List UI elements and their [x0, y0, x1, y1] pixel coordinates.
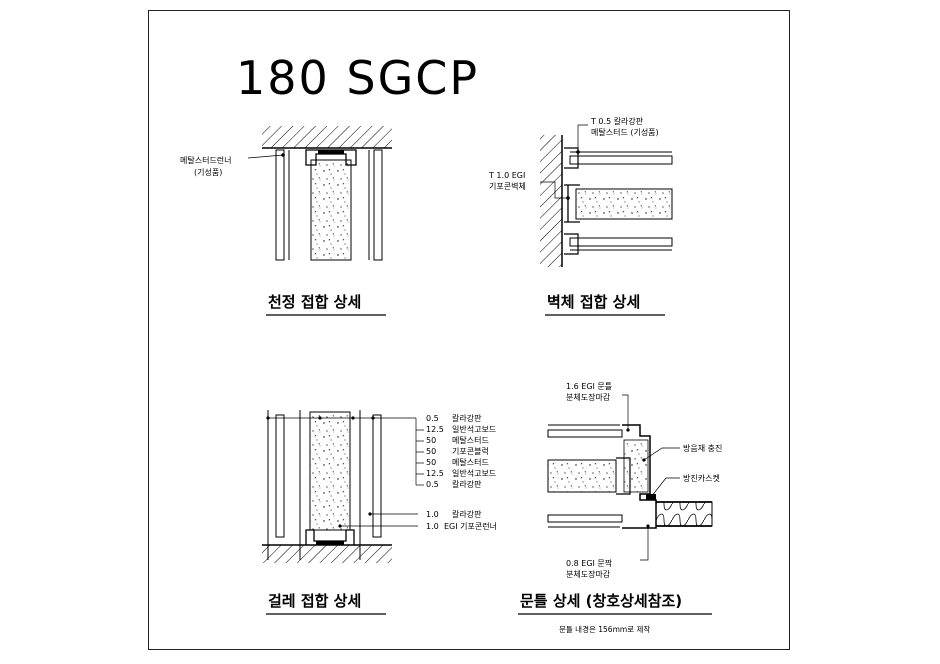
layer-name: 일반석고보드	[452, 468, 496, 478]
bottom-label-thk: 1.0	[426, 510, 439, 519]
layer-thk: 12.5	[426, 469, 444, 478]
drawing-frame	[148, 10, 790, 650]
skirting-caption: 걸레 접합 상세	[268, 592, 361, 610]
layer-name: 칼라강판	[452, 479, 482, 489]
door-label-leaf: 0.8 EGI 문짝	[566, 558, 613, 568]
bottom-label-name: 칼라강판	[452, 509, 482, 519]
bottom-label-name: EGI 기포콘런너	[444, 521, 497, 531]
layer-thk: 50	[426, 447, 436, 456]
layer-thk: 50	[426, 458, 436, 467]
layer-name: 칼라강판	[452, 413, 482, 423]
skirting-joint-detail: 0.5 칼라강판 12.5 일반석고보드 50 메탈스터드 50 기포콘블럭 5…	[262, 410, 497, 615]
layer-thk: 50	[426, 436, 436, 445]
door-label-gasket: 방진카스켓	[683, 473, 720, 483]
door-note: 문틀 내경은 156mm로 제작	[559, 624, 650, 634]
ceiling-label-readymade: (기성품)	[194, 168, 222, 177]
layer-thk: 0.5	[426, 480, 439, 489]
layer-thk: 0.5	[426, 414, 439, 423]
ceiling-joint-detail: 메탈스터드런너 (기성품) 천정 접합 상세	[180, 126, 392, 316]
door-label-sound-fill: 방음재 충진	[683, 443, 722, 453]
wall-label-color-steel: T 0.5 칼라강판	[590, 116, 644, 126]
ceiling-label-runner: 메탈스터드런너	[180, 155, 232, 165]
wall-joint-detail: T 0.5 칼라강판 메탈스터드 (기성품) T 1.0 EGI 기포콘벽체 벽…	[488, 116, 673, 316]
door-label-frame-finish: 분체도장마감	[566, 392, 611, 402]
door-label-frame: 1.6 EGI 문틀	[566, 382, 612, 391]
layer-name: 메탈스터드	[452, 435, 489, 445]
ceiling-caption: 천정 접합 상세	[268, 293, 361, 311]
door-frame-detail: 1.6 EGI 문틀 분체도장마감 방음재 충진 방진카스켓 0.8 EGI 문…	[518, 382, 722, 634]
wall-label-foam-wall: 기포콘벽체	[489, 181, 526, 191]
layer-name: 기포콘블럭	[452, 446, 489, 456]
sheet-title: 180 SGCP	[236, 51, 479, 105]
wall-caption: 벽체 접합 상세	[547, 293, 640, 311]
layer-thk: 12.5	[426, 425, 444, 434]
wall-label-metal-stud: 메탈스터드 (기성품)	[591, 127, 659, 137]
layer-name: 메탈스터드	[452, 457, 489, 467]
door-label-leaf-finish: 분체도장마감	[566, 569, 611, 579]
bottom-label-thk: 1.0	[426, 522, 439, 531]
door-caption: 문틀 상세 (창호상세참조)	[520, 592, 682, 610]
wall-label-egi: T 1.0 EGI	[488, 171, 525, 180]
layer-name: 일반석고보드	[452, 424, 496, 434]
